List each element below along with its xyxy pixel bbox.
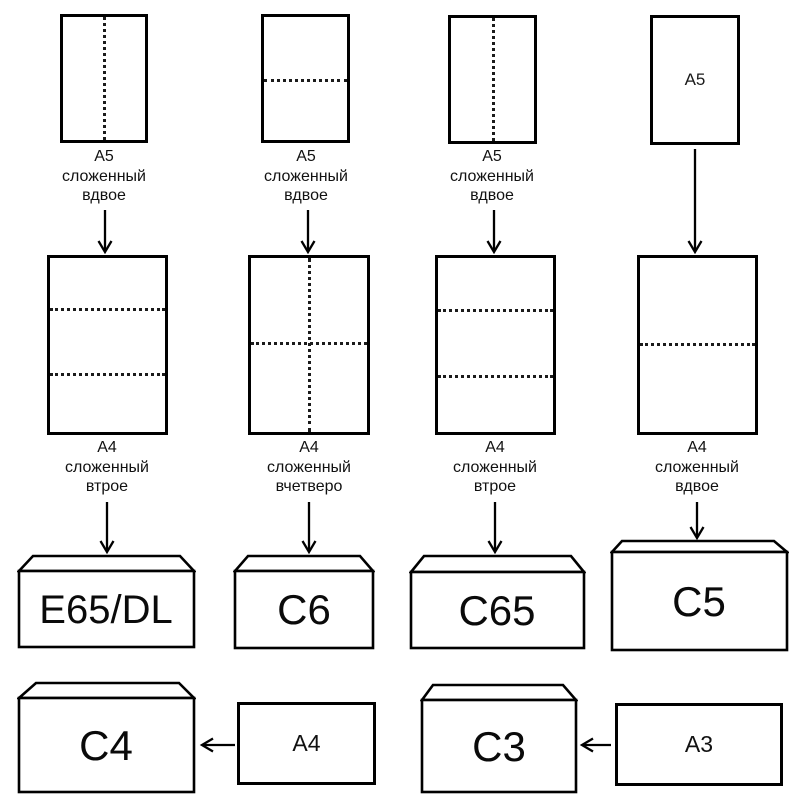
- a4-sheet-fold-thirds-col3: [435, 255, 556, 435]
- caption-a4-col1: A4 сложенный втрое: [22, 438, 192, 497]
- fold-line-horizontal: [640, 343, 755, 347]
- envelope-c6: C6: [233, 554, 375, 650]
- a5-sheet-fold-horizontal-col2: [261, 14, 350, 143]
- a4-sheet-source: A4: [237, 702, 376, 785]
- envelope-flap: [17, 554, 196, 573]
- envelope-flap: [420, 683, 578, 702]
- caption-line: сложенный: [450, 167, 534, 185]
- envelope-body: [420, 698, 578, 794]
- envelope-body: [233, 569, 375, 650]
- arrow-left-icon: [199, 737, 235, 753]
- caption-line: A4: [485, 439, 505, 456]
- caption-line: сложенный: [264, 167, 348, 185]
- envelope-label: C65: [458, 587, 535, 634]
- envelope-label: C5: [672, 578, 726, 625]
- caption-line: вдвое: [82, 187, 126, 204]
- a5-sheet-fold-vertical-col3: [448, 15, 537, 144]
- caption-line: втрое: [473, 478, 517, 495]
- fold-line-vertical: [103, 17, 106, 140]
- caption-line: A4: [97, 439, 117, 456]
- paper-label: A3: [684, 731, 714, 757]
- caption-line: A4: [687, 439, 707, 456]
- caption-a4-col2: A4 сложенный вчетверо: [224, 438, 394, 497]
- a4-sheet-fold-thirds-col1: [47, 255, 168, 435]
- caption-line: вдвое: [284, 187, 328, 204]
- envelope-label: E65/DL: [39, 588, 172, 632]
- fold-line-horizontal: [438, 374, 553, 378]
- fold-line-horizontal: [438, 309, 553, 313]
- arrow-down-icon: [486, 210, 502, 254]
- caption-line: сложенный: [267, 458, 351, 476]
- fold-line-horizontal: [50, 372, 165, 376]
- a4-sheet-fold-quarters-col2: [248, 255, 370, 435]
- envelope-c5-highlighted: C5: [610, 539, 789, 652]
- caption-line: A4: [299, 439, 319, 456]
- caption-a5-col3: A5 сложенный вдвое: [407, 147, 577, 206]
- caption-line: вдвое: [675, 478, 719, 495]
- envelope-body: [610, 550, 789, 652]
- fold-line-horizontal: [264, 78, 347, 82]
- envelope-body: [409, 570, 586, 650]
- envelope-e65-dl: E65/DL: [17, 554, 196, 649]
- caption-line: A5: [482, 148, 502, 165]
- fold-line-horizontal: [50, 308, 165, 312]
- envelope-flap: [233, 554, 375, 573]
- envelope-body: [17, 696, 196, 794]
- arrow-down-icon: [301, 502, 317, 554]
- envelope-label: C4: [79, 722, 133, 769]
- arrow-down-icon: [97, 210, 113, 254]
- a5-sheet-unfolded-col4: A5: [650, 15, 740, 145]
- a4-sheet-fold-half-col4: [637, 255, 758, 435]
- a3-sheet-source: A3: [615, 703, 783, 786]
- fold-line-horizontal: [251, 342, 367, 346]
- caption-line: сложенный: [453, 458, 537, 476]
- caption-line: сложенный: [65, 458, 149, 476]
- envelope-c4: C4: [17, 681, 196, 794]
- arrow-down-icon: [99, 502, 115, 554]
- caption-line: сложенный: [655, 458, 739, 476]
- caption-line: A5: [94, 148, 114, 165]
- envelope-flap: [610, 539, 789, 554]
- arrow-down-icon: [487, 502, 503, 554]
- caption-a5-col2: A5 сложенный вдвое: [221, 147, 391, 206]
- arrow-down-icon: [300, 210, 316, 254]
- caption-line: втрое: [85, 478, 129, 495]
- envelope-label: C6: [277, 586, 331, 633]
- caption-line: A5: [296, 148, 316, 165]
- envelope-c3: C3: [420, 683, 578, 794]
- a5-sheet-label: A5: [684, 70, 706, 89]
- envelope-body: [17, 569, 196, 649]
- arrow-down-icon: [687, 149, 703, 254]
- caption-a4-col3: A4 сложенный втрое: [410, 438, 580, 497]
- envelope-flap: [17, 681, 196, 700]
- caption-line: вдвое: [470, 187, 514, 204]
- envelope-label: C3: [472, 723, 526, 770]
- caption-a5-col1: A5 сложенный вдвое: [19, 147, 189, 206]
- envelope-c65: C65: [409, 554, 586, 650]
- envelope-flap: [409, 554, 586, 574]
- a5-sheet-fold-vertical-col1: [60, 14, 148, 143]
- fold-line-vertical: [491, 18, 495, 141]
- paper-label: A4: [292, 730, 321, 756]
- caption-line: сложенный: [62, 167, 146, 185]
- arrow-down-icon: [689, 502, 705, 540]
- caption-a4-col4: A4 сложенный вдвое: [612, 438, 782, 497]
- arrow-left-icon: [579, 737, 611, 753]
- caption-line: вчетверо: [275, 478, 343, 495]
